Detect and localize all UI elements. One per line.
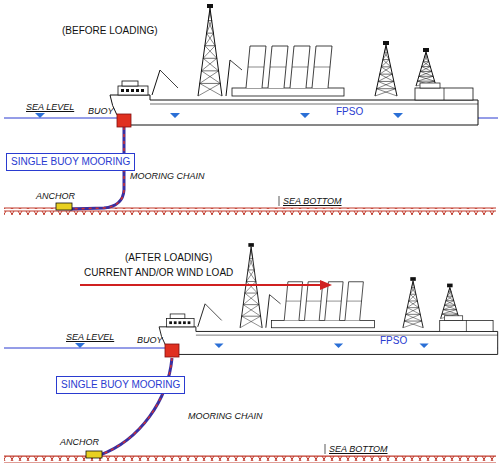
sea-level-label: SEA LEVEL [66,333,114,342]
sea-bottom-label: SEA BOTTOM [283,197,342,206]
sea-bottom-label: SEA BOTTOM [329,445,388,454]
buoy-label: BUOY [137,336,163,345]
sea-level-label: SEA LEVEL [26,103,74,112]
vessel-label: FPSO [336,107,363,117]
mooring-box: SINGLE BUOY MOORING [6,153,135,171]
panel-heading: (BEFORE LOADING) [62,26,158,36]
box-text: SINGLE BUOY MOORING [61,380,180,390]
anchor-label: ANCHOR [60,438,99,447]
chain-label: MOORING CHAIN [188,412,263,421]
load-label: CURRENT AND/OR WIND LOAD [84,268,233,278]
chain-label: MOORING CHAIN [130,172,205,181]
anchor-label: ANCHOR [36,192,75,201]
buoy-label: BUOY [88,107,114,116]
mooring-box: SINGLE BUOY MOORING [56,376,185,394]
vessel-label: FPSO [380,336,407,346]
box-text: SINGLE BUOY MOORING [11,157,130,167]
panel-heading: (AFTER LOADING) [125,253,212,263]
